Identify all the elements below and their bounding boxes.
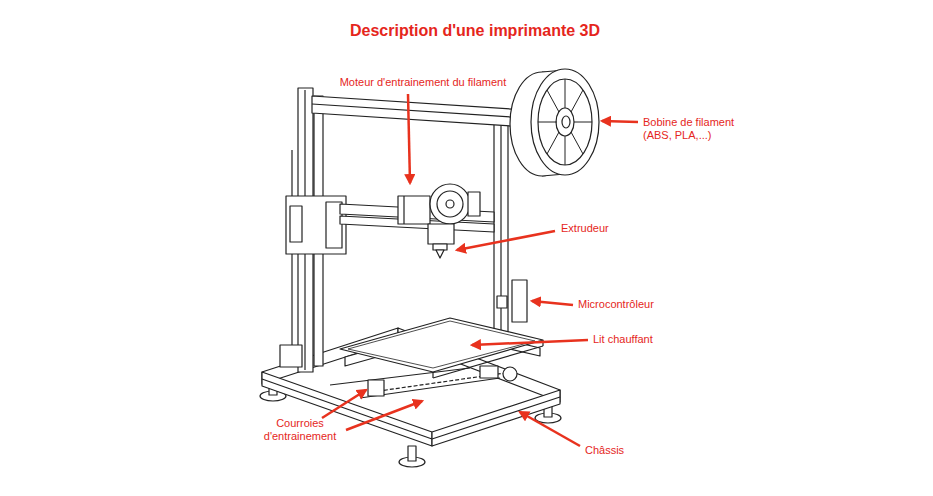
part-label: Lit chauffant bbox=[593, 333, 653, 346]
part-label: Courroies d'entrainement bbox=[258, 417, 342, 443]
printer-drawing bbox=[260, 69, 599, 467]
diagram-title: Description d'une imprimante 3D bbox=[350, 22, 600, 40]
part-label: Moteur d'entrainement du filament bbox=[318, 76, 528, 89]
part-label: Microcontrôleur bbox=[578, 298, 654, 311]
part-label: Extrudeur bbox=[561, 222, 609, 235]
part-label: Châssis bbox=[585, 444, 624, 457]
part-label: Bobine de filament (ABS, PLA,...) bbox=[643, 116, 755, 142]
leader-arrows bbox=[322, 94, 638, 446]
